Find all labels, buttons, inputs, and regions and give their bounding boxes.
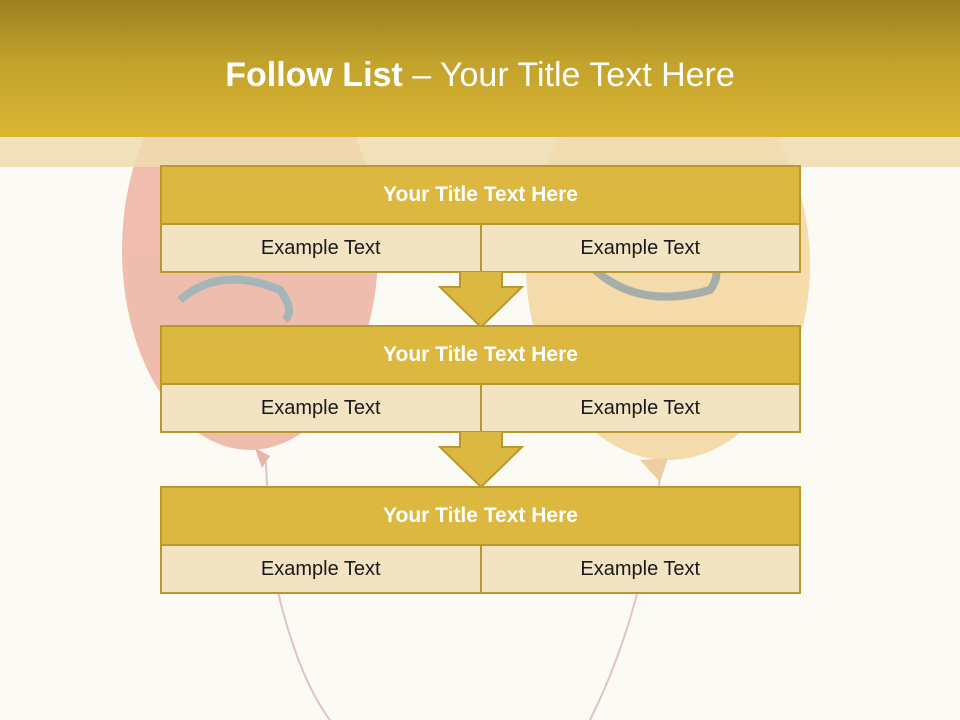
title-bar: [0, 0, 960, 137]
block-row: Example Text Example Text: [162, 225, 799, 271]
list-block-3: Your Title Text Here Example Text Exampl…: [160, 486, 801, 594]
slide-title-rest: – Your Title Text Here: [402, 56, 735, 94]
slide-title: Follow List – Your Title Text Here: [0, 52, 960, 98]
block-cell-right: Example Text: [479, 385, 800, 431]
slide-title-bold: Follow List: [225, 56, 403, 94]
block-cell-right: Example Text: [479, 225, 800, 271]
list-block-2: Your Title Text Here Example Text Exampl…: [160, 325, 801, 433]
block-title: Your Title Text Here: [162, 327, 799, 385]
list-block-1: Your Title Text Here Example Text Exampl…: [160, 165, 801, 273]
block-cell-left: Example Text: [260, 236, 381, 259]
block-cell-left: Example Text: [260, 396, 381, 419]
block-cell-right: Example Text: [479, 546, 800, 592]
block-title: Your Title Text Here: [162, 167, 799, 225]
down-arrow-icon: [438, 431, 524, 489]
block-row: Example Text Example Text: [162, 385, 799, 431]
down-arrow-icon: [438, 271, 524, 329]
header-band: [0, 137, 960, 167]
block-cell-left: Example Text: [260, 557, 381, 580]
block-row: Example Text Example Text: [162, 546, 799, 592]
block-title: Your Title Text Here: [162, 488, 799, 546]
